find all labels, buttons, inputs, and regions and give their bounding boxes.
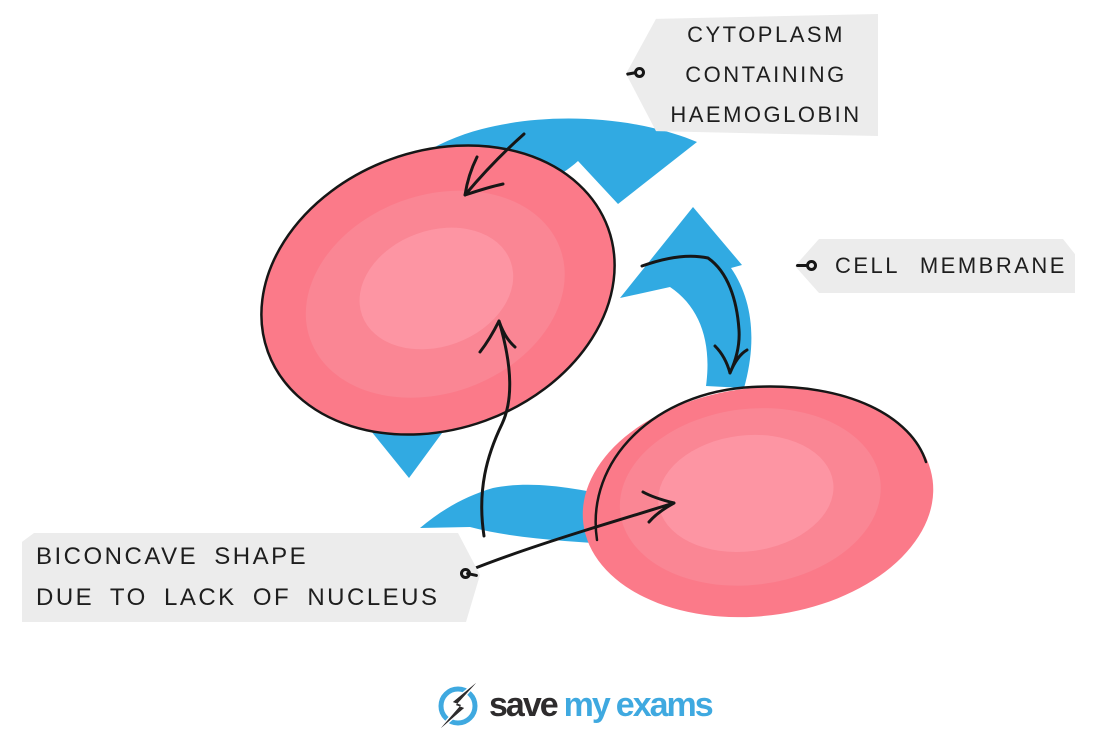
cell2-inner-dimple: [658, 434, 834, 552]
savemyexams-logo: save my exams: [433, 680, 714, 730]
label-cytoplasm: CYTOPLASM CONTAINING HAEMOGLOBIN: [626, 14, 878, 136]
cell2-partial-outline: [594, 385, 928, 542]
lightning-bolt-icon: [438, 681, 478, 730]
arrow-along-right-cycle: [640, 254, 749, 375]
label-cell-membrane-text: CELL MEMBRANE: [835, 253, 1067, 278]
red-blood-cell-2: [582, 385, 934, 618]
tag-string-icon: [796, 264, 808, 267]
logo-bolt-fill: [441, 683, 476, 728]
label-biconcave-line1: BICONCAVE SHAPE: [36, 543, 309, 570]
red-blood-cell-1: [260, 144, 616, 436]
arrow-into-cell1-top: [463, 132, 526, 197]
arrow-up-into-cell1-bottom: [478, 319, 517, 538]
cycle-arrow-bottom-segment: [420, 484, 620, 545]
logo-word-exams: exams: [615, 686, 714, 724]
sketch-arrows: [463, 132, 749, 573]
label-cytoplasm-line1: CYTOPLASM: [687, 22, 845, 47]
label-cytoplasm-line3: HAEMOGLOBIN: [670, 102, 862, 127]
logo-word-save: save: [489, 686, 559, 724]
cell1-inner-dimple: [359, 227, 514, 350]
logo-word-my: my: [563, 686, 611, 724]
logo-ring: [438, 686, 478, 726]
label-cell-membrane: CELL MEMBRANE: [795, 239, 1075, 293]
logo-wordmark: save my exams: [483, 681, 714, 729]
cycle-arrow-right-segment: [620, 207, 752, 388]
label-biconcave-line2: DUE TO LACK OF NUCLEUS: [36, 584, 440, 611]
arrow-from-biconcave-label: [466, 490, 676, 573]
label-cytoplasm-line2: CONTAINING: [685, 62, 847, 87]
label-biconcave: BICONCAVE SHAPE DUE TO LACK OF NUCLEUS: [22, 533, 480, 622]
